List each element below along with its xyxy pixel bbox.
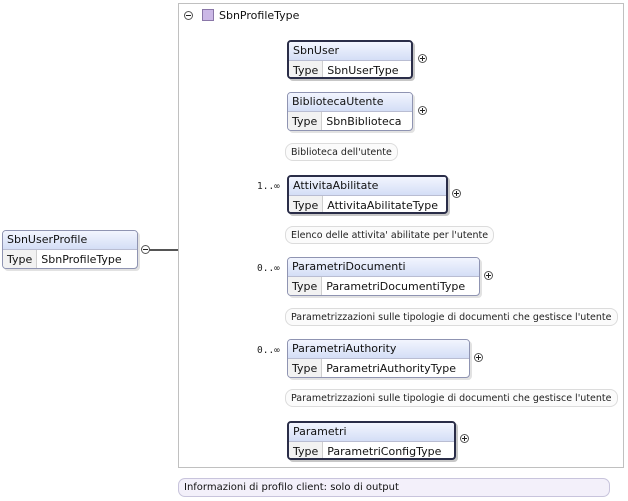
element-type-row: Type SbnBiblioteca — [288, 111, 412, 130]
element-sbnuser[interactable]: SbnUser Type SbnUserType — [287, 40, 413, 79]
expand-icon[interactable] — [460, 434, 469, 443]
element-type-row: Type SbnUserType — [289, 60, 411, 77]
element-parametridocumenti[interactable]: ParametriDocumenti Type ParametriDocumen… — [287, 257, 480, 296]
element-parametriauthority[interactable]: ParametriAuthority Type ParametriAuthori… — [287, 339, 470, 378]
root-type-label: Type — [3, 250, 38, 268]
type-label: Type — [288, 112, 323, 130]
type-value: ParametriDocumentiType — [322, 277, 470, 295]
expand-icon[interactable] — [452, 189, 461, 198]
root-element-type-row: Type SbnProfileType — [3, 249, 137, 268]
element-name: Parametri — [289, 423, 454, 441]
root-element-name: SbnUserProfile — [3, 231, 137, 249]
type-label: Type — [288, 359, 323, 377]
element-name: BibliotecaUtente — [288, 93, 412, 111]
root-type-value: SbnProfileType — [37, 250, 126, 268]
doc-annotation: Biblioteca dell'utente — [285, 143, 398, 161]
element-bibliotecautente[interactable]: BibliotecaUtente Type SbnBiblioteca — [287, 92, 413, 131]
root-collapse-icon[interactable] — [141, 245, 150, 254]
expand-icon[interactable] — [484, 271, 493, 280]
element-type-row: Type ParametriConfigType — [289, 441, 454, 458]
cardinality-label: 1..∞ — [257, 181, 280, 192]
type-value: ParametriConfigType — [323, 442, 446, 458]
cardinality-label: 0..∞ — [257, 263, 280, 274]
type-value: ParametriAuthorityType — [322, 359, 460, 377]
element-parametri[interactable]: Parametri Type ParametriConfigType — [287, 421, 456, 460]
expand-icon[interactable] — [418, 54, 427, 63]
element-name: ParametriAuthority — [288, 340, 469, 358]
element-type-row: Type ParametriDocumentiType — [288, 276, 479, 295]
element-name: ParametriDocumenti — [288, 258, 479, 276]
type-value: SbnUserType — [323, 61, 403, 77]
cardinality-label: 0..∞ — [257, 345, 280, 356]
expand-icon[interactable] — [474, 353, 483, 362]
root-annotation: Informazioni di profilo client: solo di … — [178, 478, 610, 497]
complex-type-collapse-icon[interactable] — [184, 11, 193, 20]
doc-annotation: Parametrizzazioni sulle tipologie di doc… — [285, 389, 618, 407]
type-value: SbnBiblioteca — [322, 112, 406, 130]
doc-annotation: Parametrizzazioni sulle tipologie di doc… — [285, 308, 618, 326]
complex-type-title: SbnProfileType — [219, 9, 300, 22]
element-type-row: Type ParametriAuthorityType — [288, 358, 469, 377]
type-label: Type — [289, 61, 324, 77]
element-type-row: Type AttivitaAbilitateType — [289, 195, 446, 212]
element-name: AttivitaAbilitate — [289, 177, 446, 195]
type-value: AttivitaAbilitateType — [323, 196, 442, 212]
element-name: SbnUser — [289, 42, 411, 60]
doc-annotation: Elenco delle attivita' abilitate per l'u… — [285, 226, 495, 244]
expand-icon[interactable] — [418, 106, 427, 115]
complex-type-icon — [202, 9, 214, 21]
type-label: Type — [289, 196, 324, 212]
complex-type-header: SbnProfileType — [179, 4, 623, 26]
root-element[interactable]: SbnUserProfile Type SbnProfileType — [2, 230, 138, 269]
element-attivitaabilitate[interactable]: AttivitaAbilitate Type AttivitaAbilitate… — [287, 175, 448, 214]
type-label: Type — [288, 277, 323, 295]
type-label: Type — [289, 442, 324, 458]
